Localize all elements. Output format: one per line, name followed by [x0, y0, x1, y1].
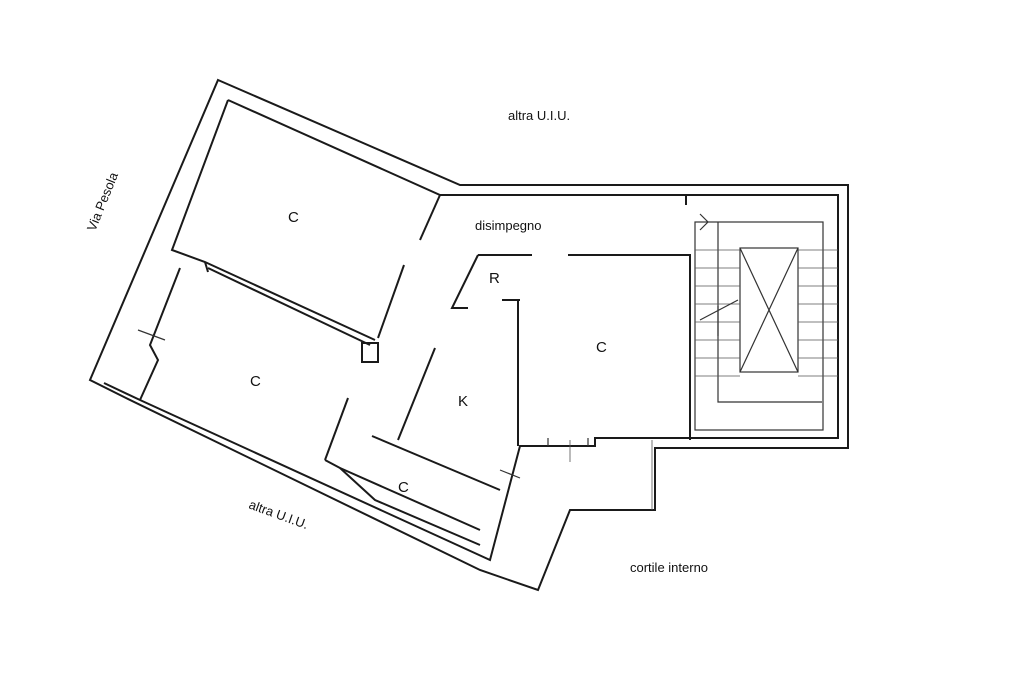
window-bottom-room — [499, 469, 521, 479]
label-street: Via Pesola — [84, 169, 121, 233]
wall-corridor-left — [377, 264, 405, 339]
label-bottom-neighbor: altra U.I.U. — [247, 497, 311, 532]
wall-bottom-room-south — [339, 467, 481, 546]
label-courtyard: cortile interno — [630, 560, 708, 575]
room-label-kitchen: K — [458, 393, 468, 410]
label-hallway: disimpegno — [475, 218, 542, 233]
room-label-center: C — [596, 339, 607, 356]
door-jambs-center — [547, 438, 589, 446]
interior-walls — [137, 99, 709, 546]
wall-kitchen-west — [397, 347, 436, 441]
outer-walls — [88, 78, 849, 592]
wall-center-room — [568, 254, 691, 440]
stair-treads-right — [798, 249, 838, 377]
wall-storage-west — [450, 254, 479, 309]
elevator-shaft — [739, 247, 799, 373]
pillar — [361, 342, 379, 363]
window-left-room — [137, 329, 166, 341]
label-top-neighbor: altra U.I.U. — [508, 108, 570, 123]
wall-top-left-room — [170, 99, 376, 341]
wall-left-room-east — [324, 397, 349, 461]
stair-arrow — [699, 299, 739, 336]
wall-stub-a — [204, 261, 209, 273]
room-label-top-left: C — [288, 209, 299, 226]
courtyard-edge — [569, 440, 653, 510]
room-label-bottom: C — [398, 479, 409, 496]
room-label-left: C — [250, 373, 261, 390]
outer-wall — [88, 78, 849, 592]
wall-left-room-west — [139, 267, 181, 401]
wall-kitchen-south — [371, 435, 501, 491]
wall-between-rooms — [207, 267, 371, 346]
room-label-storage: R — [489, 270, 500, 287]
stairwell — [694, 221, 838, 431]
stairwell-box — [694, 221, 824, 431]
elevator-cross — [739, 247, 799, 373]
wall-top-left-door-jamb — [419, 194, 441, 241]
inner-wall-line — [103, 99, 839, 562]
stair-rail — [717, 222, 822, 403]
